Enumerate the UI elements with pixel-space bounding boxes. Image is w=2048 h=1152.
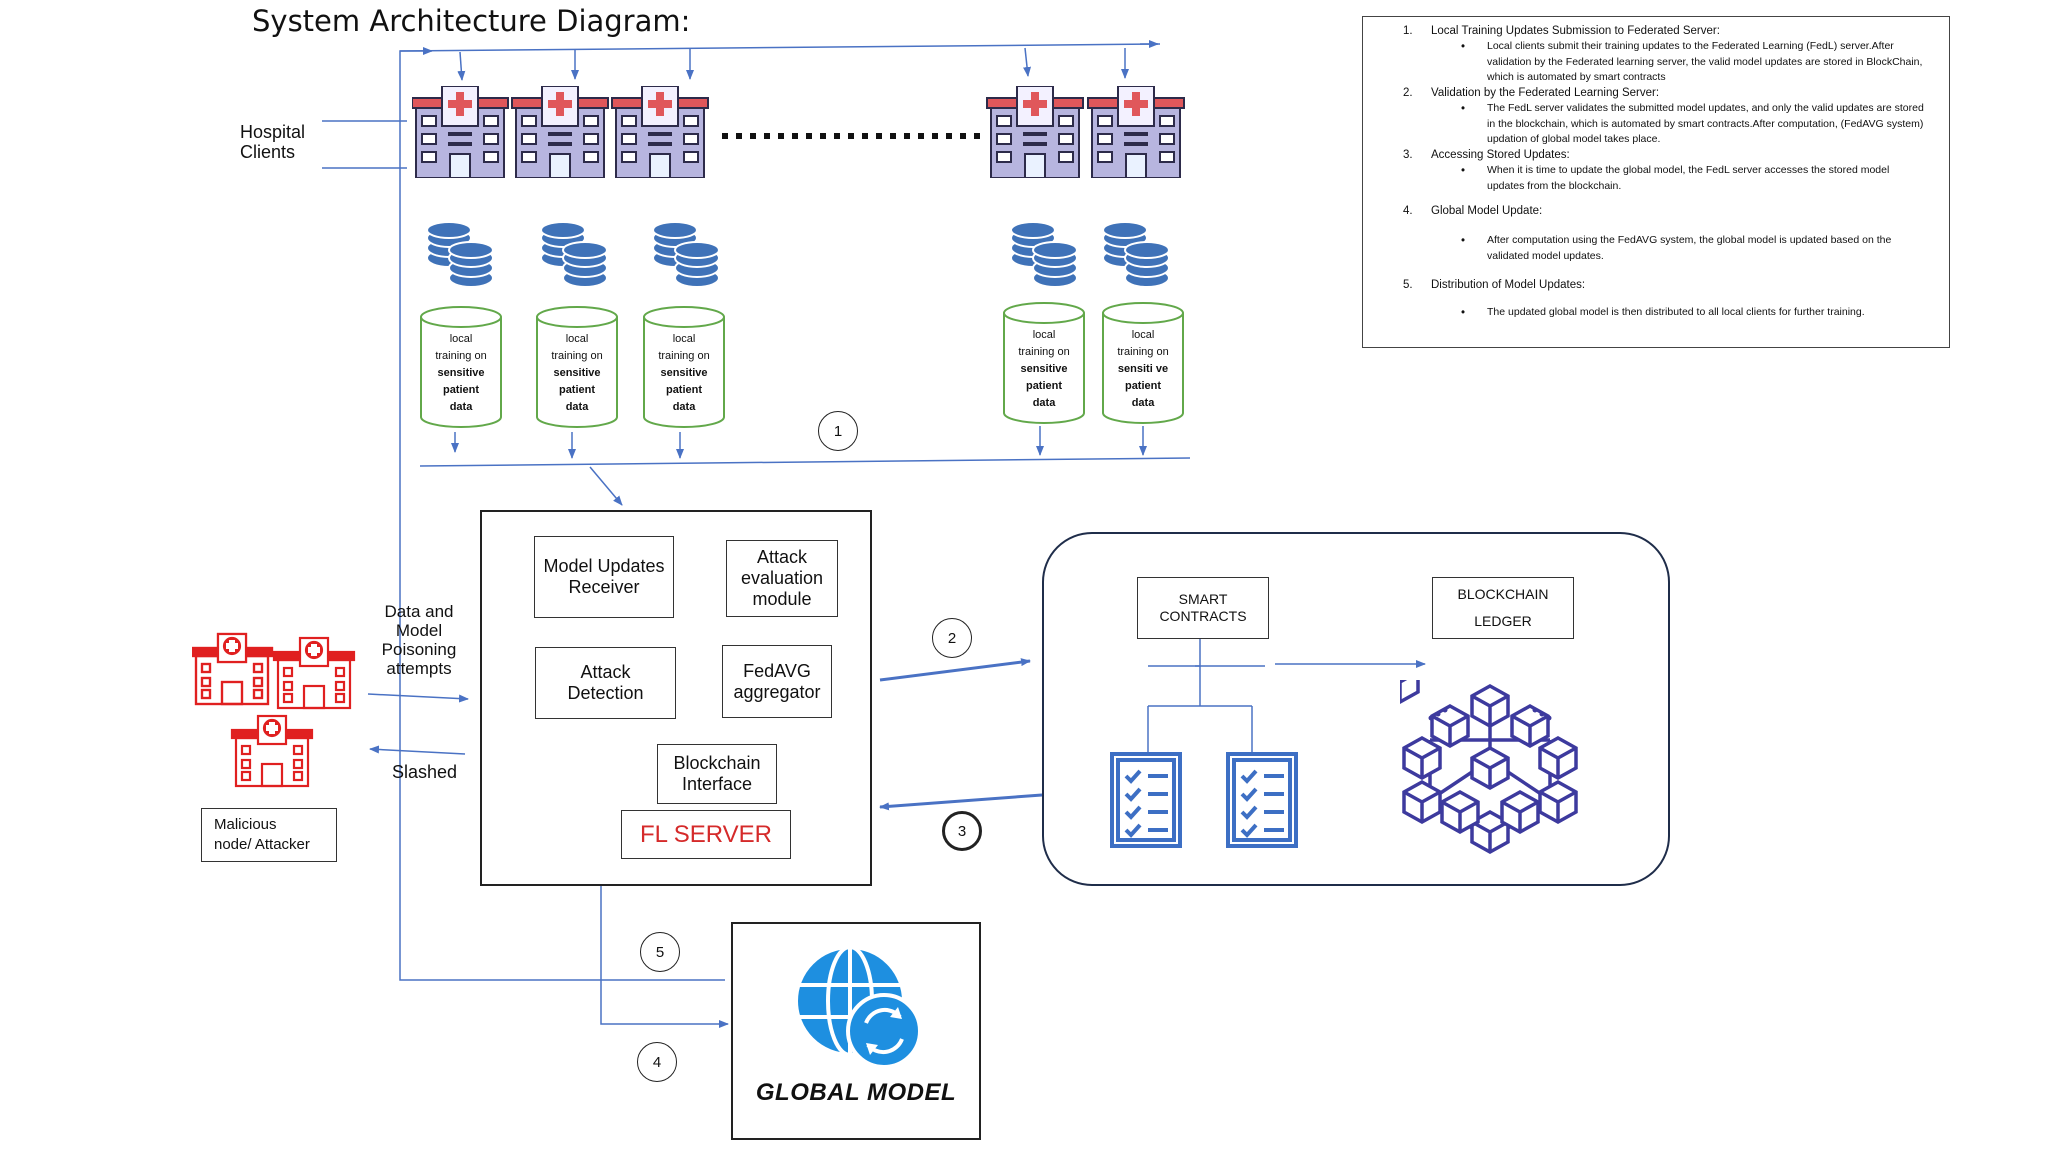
bullet-icon: • xyxy=(1461,165,1466,177)
step-1-marker: 1 xyxy=(818,411,858,451)
note-number: 5. xyxy=(1403,279,1413,291)
note-heading: Global Model Update: xyxy=(1431,205,1543,217)
malicious-hospitals-icon xyxy=(192,632,356,788)
ledger-line-2: LEDGER xyxy=(1474,613,1532,629)
hospital-clients-label: Hospital Clients xyxy=(240,122,306,162)
top-distribution-line xyxy=(399,43,1161,52)
bullet-icon: • xyxy=(1461,307,1466,319)
ledger-line-1: BLOCKCHAIN xyxy=(1457,586,1549,602)
note-body: The updated global model is then distrib… xyxy=(1487,306,1865,318)
distribution-loop-line xyxy=(399,47,725,981)
diagram-title: System Architecture Diagram: xyxy=(252,4,691,38)
malicious-node-label: Malicious node/ Attacker xyxy=(201,808,337,862)
blockchain-panel xyxy=(1042,532,1670,886)
clipboard-icon xyxy=(1226,752,1298,848)
note-heading: Local Training Updates Submission to Fed… xyxy=(1431,25,1720,37)
slashed-label: Slashed xyxy=(392,762,458,782)
coin-stacks-row xyxy=(426,222,1170,288)
note-body: When it is time to update the global mod… xyxy=(1487,164,1890,192)
note-heading: Validation by the Federated Learning Ser… xyxy=(1431,87,1660,99)
smart-contract-clipboards xyxy=(1110,752,1298,848)
note-heading: Accessing Stored Updates: xyxy=(1431,149,1570,161)
step-3-marker: 3 xyxy=(942,811,982,851)
step-5-marker: 5 xyxy=(640,932,680,972)
step-4-marker: 4 xyxy=(637,1042,677,1082)
attack-detection-module: Attack Detection xyxy=(535,647,676,719)
note-number: 3. xyxy=(1403,149,1413,161)
process-notes-panel: 1. Local Training Updates Submission to … xyxy=(1362,16,1950,348)
fedavg-aggregator: FedAVG aggregator xyxy=(722,645,832,718)
note-body: The FedL server validates the submitted … xyxy=(1487,102,1924,145)
note-number: 4. xyxy=(1403,205,1413,217)
hospital-clients-row xyxy=(412,86,1185,178)
bullet-icon: • xyxy=(1461,41,1466,53)
note-body: Local clients submit their training upda… xyxy=(1487,40,1923,83)
note-body: After computation using the FedAVG syste… xyxy=(1487,234,1892,262)
blockchain-ledger-box: BLOCKCHAIN LEDGER xyxy=(1432,577,1574,639)
smart-contracts-box: SMART CONTRACTS xyxy=(1137,577,1269,639)
fl-server-title: FL SERVER xyxy=(621,810,791,859)
model-updates-receiver: Model Updates Receiver xyxy=(534,536,674,618)
note-number: 2. xyxy=(1403,87,1413,99)
global-model-title: GLOBAL MODEL xyxy=(755,1079,957,1106)
note-heading: Distribution of Model Updates: xyxy=(1431,279,1586,291)
collection-line xyxy=(419,457,1191,467)
step-2-marker: 2 xyxy=(932,618,972,658)
poisoning-attempts-label: Data and Model Poisoning attempts xyxy=(381,602,457,678)
globe-sync-icon xyxy=(794,945,922,1069)
note-number: 1. xyxy=(1403,25,1413,37)
blockchain-interface: Blockchain Interface xyxy=(657,744,777,804)
bullet-icon: • xyxy=(1461,235,1466,247)
blockchain-cubes-icon xyxy=(1400,680,1578,854)
attack-evaluation-module: Attack evaluation module xyxy=(726,540,838,617)
global-model-box xyxy=(731,922,981,1140)
bullet-icon: • xyxy=(1461,103,1466,115)
